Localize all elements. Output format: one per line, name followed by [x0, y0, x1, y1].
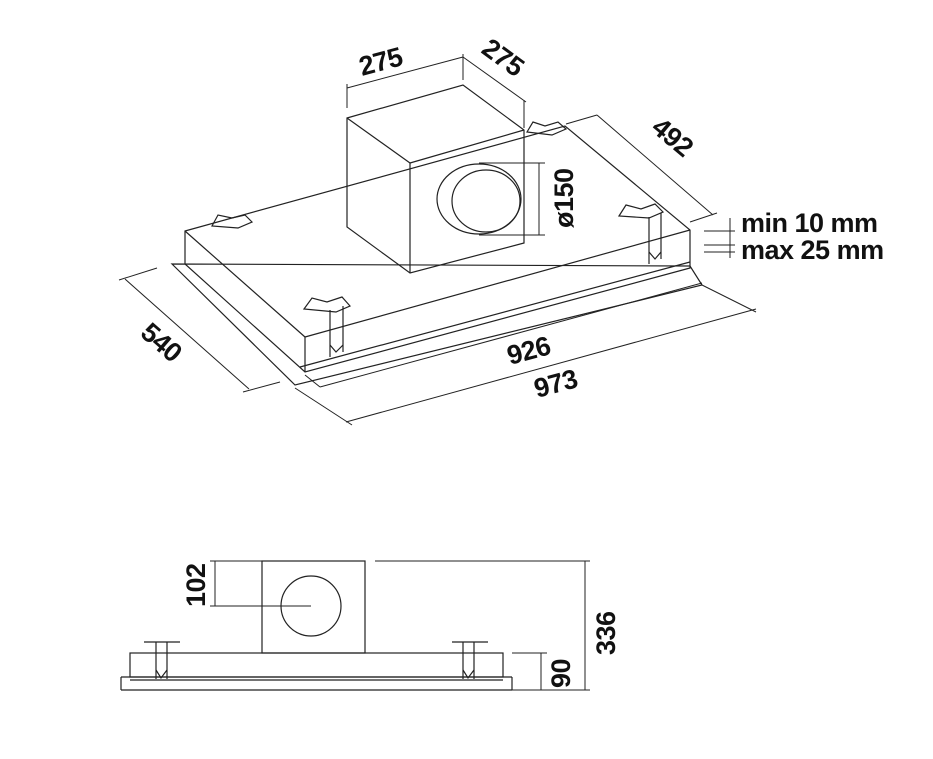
bracket-front-left [302, 296, 352, 357]
label-body-height: 90 [546, 659, 576, 688]
label-outlet-height: 102 [181, 563, 211, 607]
dim-duct-width [346, 54, 464, 108]
label-duct-depth: 275 [476, 33, 529, 83]
dim-body-depth [118, 267, 281, 393]
body-inner-edge [299, 261, 691, 368]
hood-body [184, 125, 691, 373]
bracket-back-left [211, 214, 254, 229]
label-duct-width: 275 [356, 41, 406, 81]
front-bracket-right [452, 641, 488, 680]
body-right-top-edge [304, 229, 691, 338]
dim-body-height [512, 652, 547, 690]
label-body-width: 926 [504, 330, 554, 370]
label-max-gap: max 25 mm [741, 235, 884, 265]
dim-panel-depth [565, 114, 718, 223]
dim-outlet-height [210, 560, 311, 607]
label-outlet-diameter: ø150 [549, 168, 579, 228]
label-panel-depth: 492 [646, 112, 699, 163]
isometric-view: 275 275 492 ø150 min 10 mm max 25 mm 540… [118, 33, 884, 426]
dim-gap [704, 218, 735, 258]
dim-duct-depth [462, 56, 527, 128]
outlet-inner [451, 169, 521, 233]
dim-outlet-diameter [479, 162, 545, 236]
front-motor-box [261, 560, 366, 654]
dim-frame-width [294, 284, 757, 426]
dim-body-width [304, 282, 703, 388]
dim-total-height [375, 560, 590, 691]
bracket-back-right [526, 121, 568, 136]
outlet-ring [436, 163, 522, 235]
label-min-gap: min 10 mm [741, 208, 878, 238]
front-body [129, 652, 504, 678]
front-bracket-left [144, 641, 180, 680]
label-total-height: 336 [591, 611, 621, 655]
front-view: 102 336 90 [120, 560, 621, 691]
body-front-top-edge [184, 230, 306, 338]
label-body-depth: 540 [135, 317, 188, 368]
bracket-front-right [617, 203, 665, 264]
motor-box [346, 84, 525, 274]
